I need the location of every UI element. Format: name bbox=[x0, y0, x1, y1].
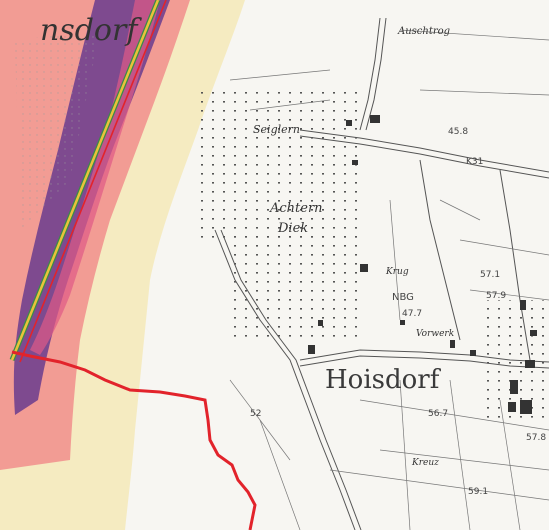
label-village: Hoisdorf bbox=[325, 365, 442, 395]
elevation-label: 56.7 bbox=[428, 409, 448, 419]
label-small-vorwerk: Vorwerk bbox=[416, 329, 454, 339]
elevation-label: 52 bbox=[250, 409, 261, 419]
pink-dot-texture bbox=[15, 30, 100, 230]
label-place-achtern: Achtern bbox=[269, 201, 323, 216]
label-small-nbg: NBG bbox=[392, 292, 414, 303]
label-ortsteil: nsdorf bbox=[40, 13, 142, 48]
settlement-buildings bbox=[200, 90, 549, 420]
label-place-seiglern: Seiglern bbox=[253, 123, 300, 136]
elevation-label: 57.9 bbox=[486, 291, 506, 301]
elevation-label: 57.8 bbox=[526, 433, 546, 443]
boundary-line bbox=[11, 350, 257, 530]
label-small-krug: Krug bbox=[385, 267, 409, 277]
elevation-label: 57.1 bbox=[480, 270, 500, 280]
corridor-line-red bbox=[19, 0, 167, 363]
label-farm: Auschtrog bbox=[397, 26, 450, 37]
label-small-kreuz: Kreuz bbox=[411, 458, 439, 468]
elevation-label: 47.7 bbox=[402, 309, 422, 319]
field-lines bbox=[229, 29, 549, 530]
elevation-label: 59.1 bbox=[468, 487, 488, 497]
label-place-diek: Diek bbox=[277, 221, 308, 236]
label-road-k31: K31 bbox=[466, 157, 483, 167]
corridor-line-yellow bbox=[10, 0, 160, 361]
elevation-label: 45.8 bbox=[448, 127, 468, 137]
